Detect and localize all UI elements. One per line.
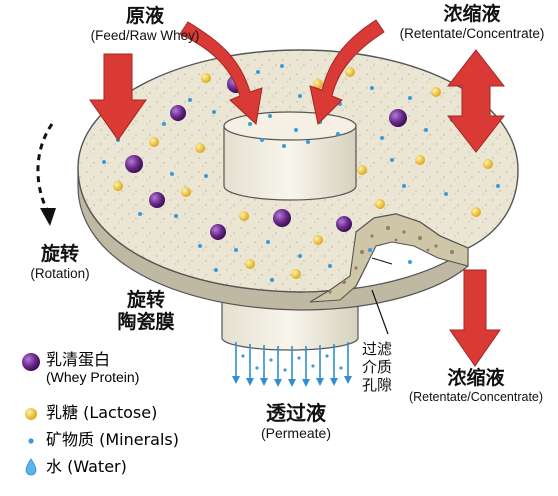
feed-arrows — [89, 19, 385, 141]
legend-item-lactose: 乳糖 (Lactose) — [46, 403, 158, 422]
feed-label: 原液 (Feed/Raw Whey) — [75, 5, 215, 43]
legend-whey-protein-en: (Whey Protein) — [46, 369, 140, 386]
retentate-top-label-zh: 浓缩液 — [443, 3, 501, 25]
legend-item-whey-protein: 乳清蛋白 (Whey Protein) — [46, 350, 140, 386]
pore-label: 过滤 介质 孔隙 — [362, 340, 392, 394]
permeate-label-zh: 透过液 — [266, 401, 326, 425]
pore-label-line1: 过滤 — [362, 340, 393, 358]
permeate-flow-arrows — [232, 342, 352, 387]
retentate-bottom-arrow — [449, 269, 501, 367]
legend-lactose-label: 乳糖 (Lactose) — [46, 403, 158, 422]
membrane-label-line1: 旋转 — [126, 289, 165, 311]
rotation-label-zh: 旋转 — [40, 243, 79, 265]
retentate-bottom-label-en: (Retentate/Concentrate) — [408, 389, 544, 404]
retentate-bottom-label: 浓缩液 (Retentate/Concentrate) — [396, 367, 556, 404]
permeate-label: 透过液 (Permeate) — [236, 401, 356, 442]
rotation-arrow-icon — [36, 123, 56, 226]
retentate-top-label: 浓缩液 (Retentate/Concentrate) — [388, 3, 556, 41]
legend-item-water: 水 (Water) — [46, 457, 127, 476]
lactose-particles — [113, 67, 493, 279]
retentate-bottom-label-zh: 浓缩液 — [447, 367, 505, 389]
rotation-label-en: (Rotation) — [30, 265, 90, 281]
retentate-top-label-en: (Retentate/Concentrate) — [399, 25, 545, 41]
whey-protein-particles — [125, 75, 407, 240]
legend-water-label: 水 (Water) — [46, 457, 127, 476]
pore-pointer-line — [371, 257, 393, 335]
whey-protein-legend-icon — [22, 353, 40, 371]
membrane-label: 旋转 陶瓷膜 — [106, 289, 186, 334]
rotation-label: 旋转 (Rotation) — [10, 243, 110, 281]
legend-item-minerals: 矿物质 (Minerals) — [46, 430, 179, 449]
legend-whey-protein-zh: 乳清蛋白 — [46, 350, 111, 369]
feed-inlet-cylinder — [223, 111, 357, 201]
legend-icons — [22, 353, 40, 476]
water-drop-icon — [25, 458, 37, 476]
pore-label-line3: 孔隙 — [362, 376, 393, 394]
feed-label-en: (Feed/Raw Whey) — [90, 27, 200, 43]
pore-label-line2: 介质 — [362, 358, 393, 376]
lactose-legend-icon — [25, 408, 37, 420]
permeate-label-en: (Permeate) — [260, 425, 332, 441]
feed-label-zh: 原液 — [125, 5, 164, 27]
retentate-top-arrow — [446, 49, 506, 153]
minerals-legend-icon — [28, 438, 34, 444]
legend-minerals-label: 矿物质 (Minerals) — [46, 430, 179, 449]
membrane-label-line2: 陶瓷膜 — [117, 310, 175, 333]
